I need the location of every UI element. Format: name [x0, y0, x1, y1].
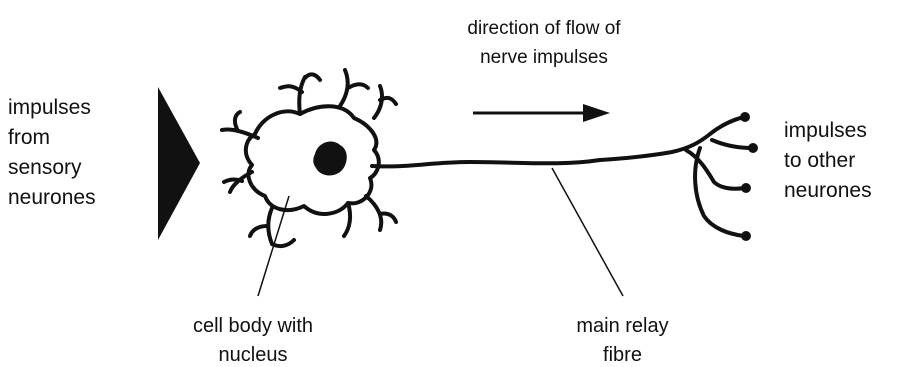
label-line: nerve impulses [434, 43, 654, 72]
main-relay-fibre-label: main relay fibre [545, 312, 700, 367]
incoming-impulses-label: impulses from sensory neurones [8, 93, 96, 213]
label-line: cell body with [158, 312, 348, 341]
terminal-knob [741, 231, 751, 241]
axon-terminals [740, 112, 758, 241]
label-line: sensory [8, 153, 96, 183]
cell-body [222, 70, 396, 246]
flow-direction-label: direction of flow of nerve impulses [434, 14, 654, 72]
label-line: direction of flow of [434, 14, 654, 43]
fibre-leader-line [552, 168, 623, 296]
label-line: neurones [8, 183, 96, 213]
terminal-knob [741, 183, 751, 193]
nucleus [313, 142, 347, 176]
terminal-knob [748, 143, 758, 153]
terminal-knob [740, 112, 750, 122]
label-line: impulses [784, 116, 872, 146]
main-relay-fibre [372, 117, 752, 236]
label-line: fibre [545, 341, 700, 367]
incoming-impulse-wedge [158, 87, 200, 240]
label-line: neurones [784, 176, 872, 206]
flow-direction-arrow [473, 104, 610, 122]
label-line: main relay [545, 312, 700, 341]
label-line: nucleus [158, 341, 348, 367]
outgoing-impulses-label: impulses to other neurones [784, 116, 872, 206]
label-line: impulses [8, 93, 96, 123]
label-line: from [8, 123, 96, 153]
cell-body-label: cell body with nucleus [158, 312, 348, 367]
label-line: to other [784, 146, 872, 176]
